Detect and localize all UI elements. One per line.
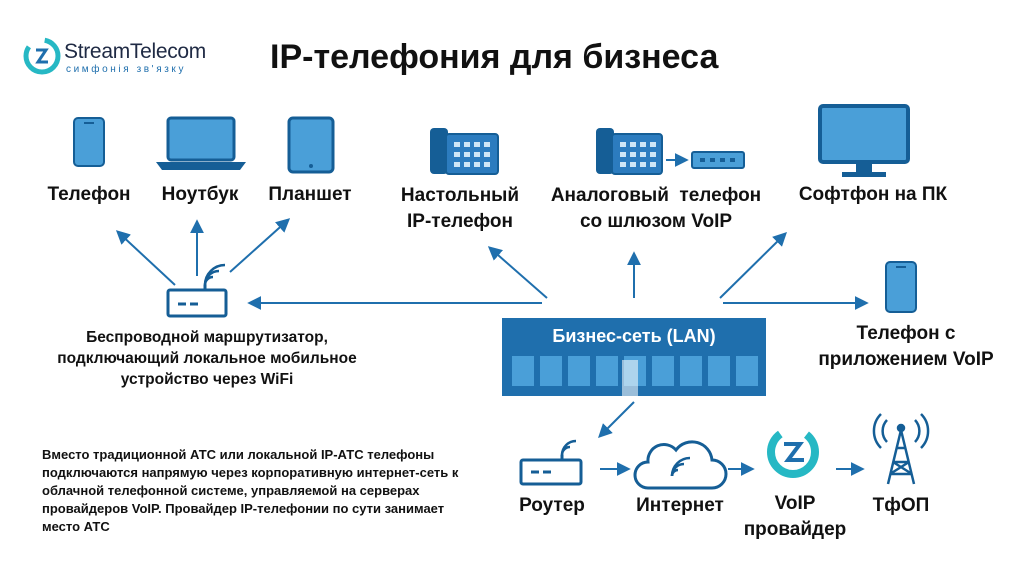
desk-phone-icon bbox=[430, 128, 499, 175]
router-icon bbox=[519, 439, 583, 486]
label-softphone: Софтфон на ПК bbox=[798, 184, 948, 205]
label-analog-1: Аналоговый телефон bbox=[550, 185, 762, 206]
label-laptop: Ноутбук bbox=[161, 184, 239, 205]
logo-tagline: симфонія зв'язку bbox=[66, 64, 187, 75]
lan-label: Бизнес-сеть (LAN) bbox=[552, 326, 716, 346]
wireless-router-line-3: устройство через WiFi bbox=[120, 371, 294, 388]
description-text: Вместо традиционной АТС или локальной IP… bbox=[42, 447, 459, 534]
label-analog-2: со шлюзом VoIP bbox=[579, 211, 733, 232]
arrow-to-router bbox=[598, 401, 635, 438]
cloud-icon bbox=[633, 440, 728, 490]
arrow-to-desk-phone bbox=[487, 246, 548, 299]
logo-icon bbox=[23, 37, 61, 75]
label-tablet: Планшет bbox=[268, 184, 352, 205]
label-app-phone-1: Телефон с bbox=[856, 323, 956, 344]
monitor-icon bbox=[818, 104, 910, 177]
tablet-icon bbox=[287, 116, 335, 174]
label-internet: Интернет bbox=[636, 495, 724, 516]
arrow-to-softphone bbox=[719, 232, 787, 299]
pstn-tower-icon bbox=[872, 413, 930, 485]
analog-phone-icon bbox=[596, 128, 663, 175]
voip-gateway-icon bbox=[691, 151, 745, 169]
arrow-to-tablet bbox=[229, 218, 291, 273]
label-desk-phone-2: IP-телефон bbox=[407, 211, 513, 232]
label-router: Роутер bbox=[519, 495, 585, 516]
lan-switch bbox=[502, 318, 766, 396]
arrow-to-phone bbox=[115, 230, 176, 286]
label-app-phone-2: приложением VoIP bbox=[818, 349, 994, 370]
label-provider-1: VoIP bbox=[774, 493, 816, 514]
label-provider-2: провайдер bbox=[743, 519, 847, 540]
voip-provider-logo-icon bbox=[767, 426, 819, 478]
voip-app-phone-icon bbox=[885, 261, 917, 313]
label-phone: Телефон bbox=[47, 184, 131, 205]
wireless-router-line-2: подключающий локальное мобильное bbox=[57, 350, 357, 367]
laptop-icon bbox=[156, 116, 246, 170]
logo-name: StreamTelecom bbox=[64, 40, 206, 63]
label-pstn: ТфОП bbox=[872, 495, 930, 516]
label-desk-phone-1: Настольный bbox=[400, 185, 520, 206]
wireless-router-icon bbox=[166, 263, 228, 318]
page-title: IP-телефония для бизнеса bbox=[270, 38, 719, 76]
connection-arrows bbox=[115, 218, 869, 476]
wireless-router-line-1: Беспроводной маршрутизатор, bbox=[86, 329, 328, 346]
smartphone-icon bbox=[73, 117, 105, 167]
